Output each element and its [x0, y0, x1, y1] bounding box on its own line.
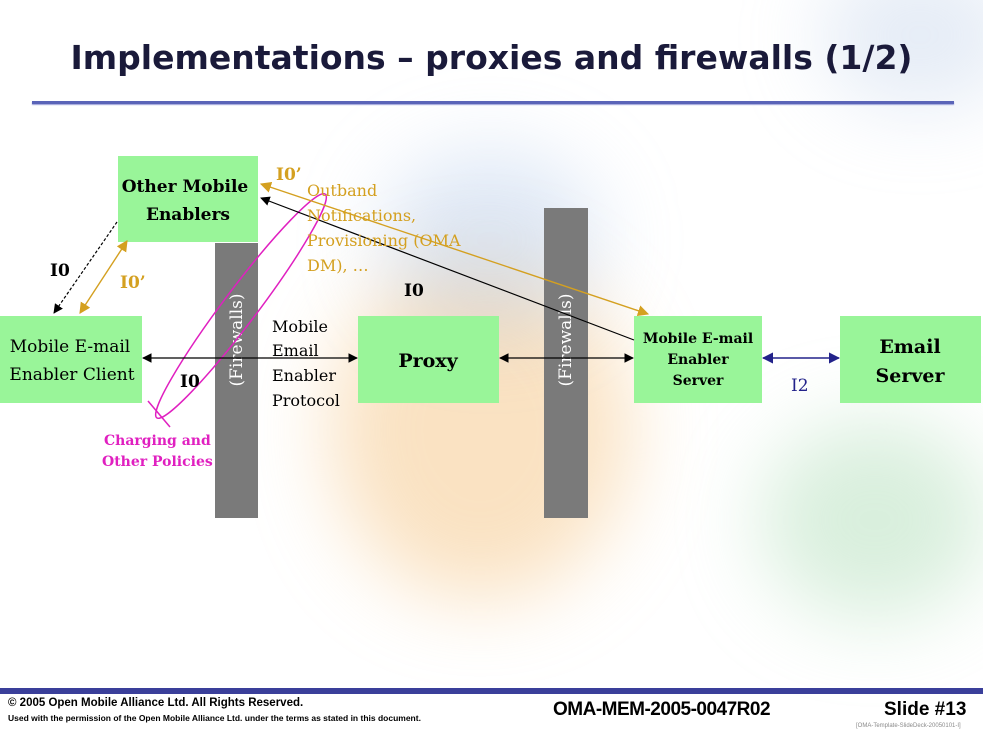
firewall-right: (Firewalls) [544, 208, 588, 518]
proxy-label: Proxy [398, 350, 458, 372]
other-mobile-enablers-box: Other Mobile Enablers [118, 156, 258, 242]
firewall-right-label: (Firewalls) [556, 294, 576, 387]
charging-pointer [147, 400, 171, 428]
footer-slide-number: Slide #13 [884, 699, 967, 720]
server-line-1: Mobile E-mail [643, 331, 753, 347]
outband-line-4: DM), … [307, 256, 369, 275]
label-i0-left: I0 [50, 261, 70, 281]
charging-line-1: Charging and [104, 433, 211, 449]
charging-line-2: Other Policies [102, 454, 213, 470]
server-line-2: Enabler [667, 352, 729, 368]
footer-doc-id: OMA-MEM-2005-0047R02 [553, 699, 771, 720]
arrow-client-enablers-orange [79, 240, 128, 314]
protocol-note: Mobile Email Enabler Protocol [272, 317, 340, 410]
client-box: Mobile E-mail Enabler Client [0, 316, 142, 403]
title-rule [32, 101, 954, 104]
email-server-line-1: Email [879, 336, 940, 358]
protocol-line-3: Enabler [272, 366, 336, 385]
other-enablers-line-1: Other Mobile [122, 177, 249, 197]
label-i0-bottom: I0 [180, 372, 200, 392]
email-server-box: Email Server [840, 316, 981, 403]
outband-note: Outband Notifications, Provisioning (OMA… [307, 181, 461, 275]
label-i2: I2 [791, 376, 809, 396]
protocol-line-2: Email [272, 341, 319, 360]
outband-line-1: Outband [307, 181, 377, 200]
label-i0-prime-left: I0’ [120, 273, 146, 293]
label-i0-middle: I0 [404, 281, 424, 301]
footer-template-id: [OMA-Template-SlideDeck-20050101-I] [856, 723, 961, 729]
footer-bar [0, 688, 983, 694]
footer-permission: Used with the permission of the Open Mob… [8, 713, 421, 723]
footer-copyright: © 2005 Open Mobile Alliance Ltd. All Rig… [8, 697, 304, 709]
page-title: Implementations – proxies and firewalls … [70, 38, 913, 77]
outband-line-3: Provisioning (OMA [307, 231, 461, 250]
proxy-box: Proxy [358, 316, 499, 403]
firewall-left: (Firewalls) [215, 243, 258, 518]
charging-note: Charging and Other Policies [102, 433, 213, 470]
client-line-2: Enabler Client [9, 365, 134, 385]
arrow-server-to-enablers-black [260, 196, 635, 341]
email-server-line-2: Server [876, 365, 946, 387]
arrow-server-to-enablers-orange [259, 181, 650, 317]
label-i0-prime-top: I0’ [276, 165, 302, 185]
protocol-line-4: Protocol [272, 391, 340, 410]
client-line-1: Mobile E-mail [10, 337, 130, 357]
protocol-line-1: Mobile [272, 317, 328, 336]
other-enablers-line-2: Enablers [146, 205, 230, 225]
architecture-diagram: (Firewalls) (Firewalls) Other Mobile Ena… [0, 156, 981, 518]
server-line-3: Server [673, 373, 724, 389]
outband-line-2: Notifications, [307, 206, 416, 225]
server-box: Mobile E-mail Enabler Server [634, 316, 762, 403]
